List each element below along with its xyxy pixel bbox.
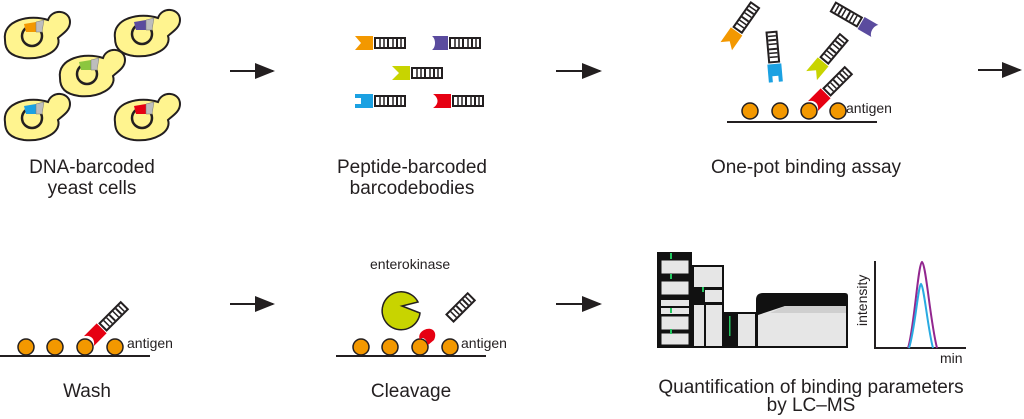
yeast-cell-blue <box>3 93 72 142</box>
yeast-cells <box>3 9 182 142</box>
chromatogram <box>874 260 966 349</box>
label-line: Cleavage <box>370 381 452 402</box>
barcodebody-orange <box>355 36 406 50</box>
intensity-axis-label: intensity <box>854 274 870 326</box>
binding-assay-scene <box>720 1 879 123</box>
peak-purple <box>907 260 938 349</box>
label-line: Peptide-barcoded <box>337 157 487 178</box>
barcodebody-blue <box>355 94 406 108</box>
step-label-yeast: DNA-barcoded yeast cells <box>29 157 155 199</box>
antigen-label-binding: antigen <box>846 100 892 116</box>
label-line: by LC–MS <box>766 395 856 416</box>
label-line: Wash <box>63 381 111 402</box>
label-line: One-pot binding assay <box>710 157 902 178</box>
yeast-cell-red <box>113 93 182 142</box>
step-label-wash: Wash <box>63 381 111 402</box>
barcodebody-lime <box>392 66 443 80</box>
cleavage-scene <box>336 291 486 357</box>
enterokinase-label: enterokinase <box>370 256 451 272</box>
yeast-cell-purple <box>113 9 182 58</box>
enterokinase-enzyme <box>381 291 421 331</box>
label-line: barcodebodies <box>349 178 475 199</box>
peak-blue <box>908 282 934 349</box>
label-line: DNA-barcoded <box>29 157 155 178</box>
step-label-binding: One-pot binding assay <box>711 157 901 178</box>
step-label-quant: Quantification of binding parameters by … <box>658 377 964 416</box>
yeast-cell-green <box>58 49 127 98</box>
antigen-label-cleavage: antigen <box>461 335 507 351</box>
step-label-barcodebodies: Peptide-barcoded barcodebodies <box>337 157 487 199</box>
antigen-label-wash: antigen <box>127 335 173 351</box>
wash-scene <box>0 301 150 357</box>
step-label-cleavage: Cleavage <box>371 381 451 402</box>
label-line: Quantification of binding parameters <box>658 377 964 398</box>
barcodebodies <box>355 36 484 108</box>
min-axis-label: min <box>940 350 963 366</box>
label-line: yeast cells <box>47 178 137 199</box>
barcodebody-red <box>433 94 484 108</box>
barcodebody-purple <box>432 36 481 50</box>
yeast-cell-orange <box>3 11 72 60</box>
lc-ms-instrument <box>657 252 848 348</box>
